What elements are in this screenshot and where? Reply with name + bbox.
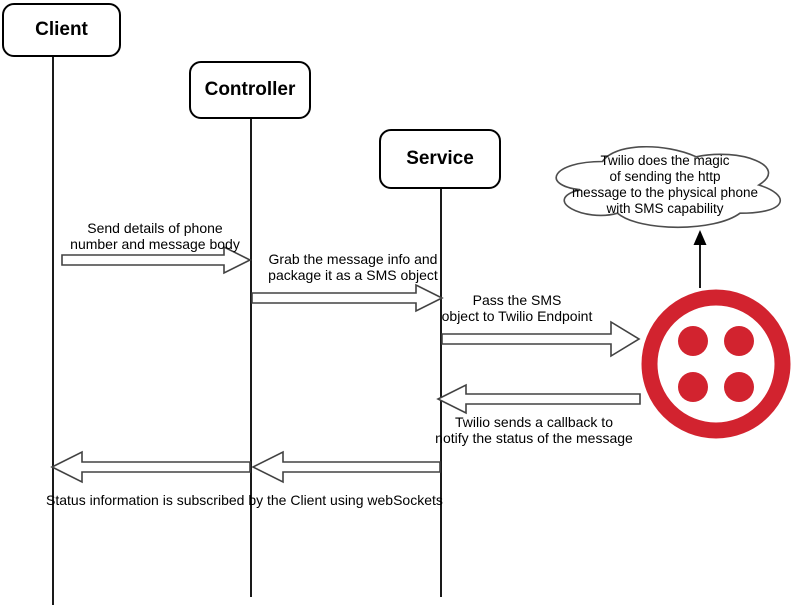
message-label-twilio-callback: Twilio sends a callback to notify the st… xyxy=(435,414,633,446)
arrow-service-to-twilio xyxy=(441,320,641,358)
actor-box-controller xyxy=(189,61,311,119)
arrow-controller-to-client xyxy=(50,450,251,484)
twilio-logo-dot xyxy=(724,326,754,356)
twilio-logo-dot xyxy=(678,326,708,356)
message-label-status-websockets: Status information is subscribed by the … xyxy=(46,492,443,508)
actor-box-client xyxy=(2,3,121,57)
cloud-shape xyxy=(555,145,782,229)
logo-to-cloud-arrowhead-icon xyxy=(693,230,707,245)
actor-label-client: Client xyxy=(35,19,88,40)
arrow-client-to-controller xyxy=(61,245,252,275)
arrow-twilio-to-service xyxy=(436,383,641,415)
actor-box-service xyxy=(379,129,501,189)
arrow-controller-to-service xyxy=(251,283,444,313)
actor-label-controller: Controller xyxy=(204,79,296,100)
cloud-note-text: Twilio does the magic of sending the htt… xyxy=(571,153,759,216)
actor-label-service: Service xyxy=(406,148,474,169)
message-label-pass-sms: Pass the SMS object to Twilio Endpoint xyxy=(441,292,593,324)
twilio-logo-icon xyxy=(641,289,791,439)
twilio-logo-ring xyxy=(641,289,791,439)
twilio-logo-dot xyxy=(724,372,754,402)
arrow-service-to-controller xyxy=(251,450,441,484)
message-label-grab-message: Grab the message info and package it as … xyxy=(268,251,438,283)
message-label-send-details: Send details of phone number and message… xyxy=(70,220,240,252)
twilio-logo-dot xyxy=(678,372,708,402)
